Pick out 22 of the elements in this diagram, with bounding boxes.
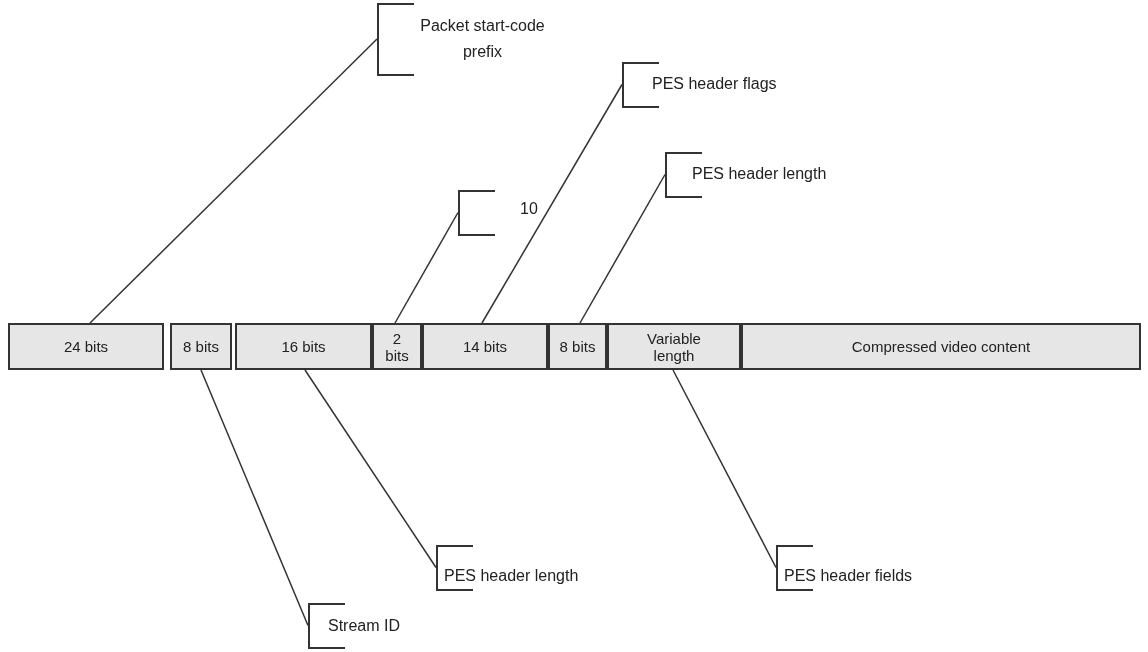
leader-line xyxy=(672,369,777,569)
leader-line xyxy=(200,369,309,627)
callout-label: PES header length xyxy=(692,164,827,184)
field-cell: 16 bits xyxy=(235,323,372,370)
field-cell: 24 bits xyxy=(8,323,164,370)
callout-label: PES header length xyxy=(444,566,579,586)
field-cell: 14 bits xyxy=(422,323,548,370)
field-cell: Variable length xyxy=(607,323,741,370)
leader-line xyxy=(89,38,378,324)
callout-label: PES header flags xyxy=(652,74,777,94)
field-cell: 8 bits xyxy=(548,323,607,370)
leader-line xyxy=(394,211,459,324)
callout-label: PES header fields xyxy=(784,566,913,586)
field-cell: 8 bits xyxy=(170,323,232,370)
field-cell: Compressed video content xyxy=(741,323,1141,370)
field-cell: 2 bits xyxy=(372,323,422,370)
callout-label: 10 xyxy=(520,199,538,219)
leader-line xyxy=(579,173,666,324)
callout-label: Stream ID xyxy=(328,616,400,636)
callout-label: Packet start-code prefix xyxy=(419,16,546,62)
leader-line xyxy=(304,369,437,569)
leader-line xyxy=(481,83,623,324)
